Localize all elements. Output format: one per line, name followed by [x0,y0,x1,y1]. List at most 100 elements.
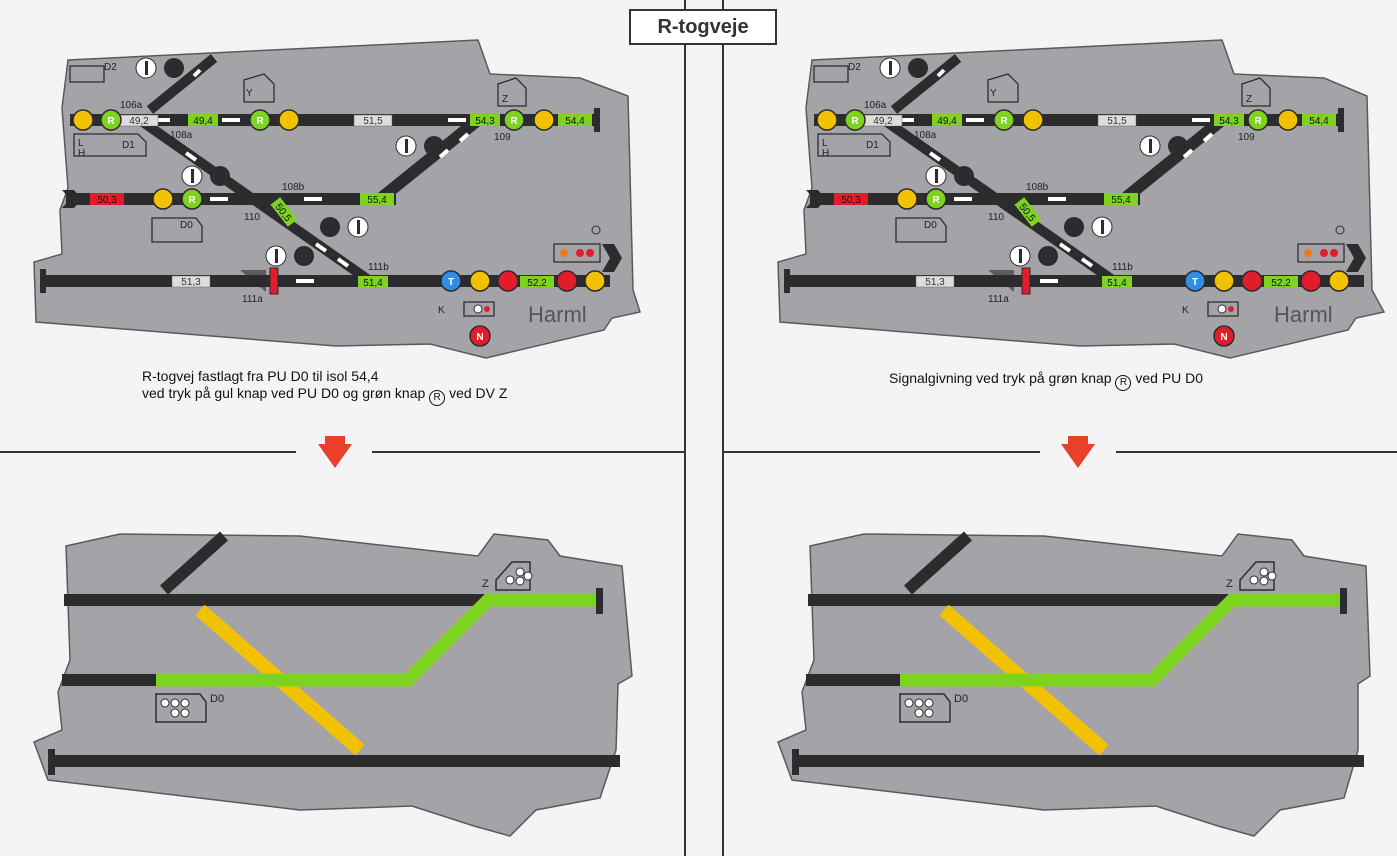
r-circle-icon: R [429,390,446,406]
track-end-arrow-icon [806,190,826,208]
horizontal-divider-r1 [724,451,1040,453]
bottom-right-panel: Z D0 [777,531,1371,837]
label-z: Z [482,578,489,590]
label-111a: 111a [242,294,263,305]
svg-text:111a: 111a [988,294,1009,305]
label-z: Z [502,94,508,105]
vertical-divider-left [684,0,686,856]
red-n-button [469,325,491,347]
blue-t-button [440,270,462,292]
green-train-route [156,593,596,687]
svg-text:106a: 106a [864,100,887,111]
signal-box-z: Z [1226,561,1277,591]
label-d0: D0 [210,693,224,705]
track-end-arrow-icon [1346,244,1366,272]
svg-text:N: N [1220,332,1227,343]
arrow-down-icon-left [318,436,352,468]
svg-text:R: R [851,116,859,127]
track-end-arrow-icon [62,190,82,208]
section-49-2: 49,2 [129,116,149,127]
section-55-4: 55,4 [367,195,387,206]
label-111b: 111b [368,262,389,273]
end-bumper [594,108,600,132]
svg-text:110: 110 [988,212,1004,223]
label-k: K [438,305,445,316]
vertical-divider-right [722,0,724,856]
svg-text:49,4: 49,4 [937,116,957,127]
caption-top-right: Signalgivning ved tryk på grøn knap R ve… [889,370,1203,391]
horizontal-divider-r2 [1116,451,1397,453]
yellow-lamp [584,270,606,292]
yellow-lamp [72,109,94,131]
label-109: 109 [494,132,511,143]
svg-text:52,2: 52,2 [1271,278,1291,289]
label-d0: D0 [180,220,193,231]
horizontal-divider-l2 [372,451,685,453]
signal-boxes [69,65,601,317]
label-106a: 106a [120,100,143,111]
section-49-4: 49,4 [193,116,213,127]
svg-text:R: R [1254,116,1262,127]
bottom-left-panel: Z D0 [33,531,633,837]
section-54-4: 54,4 [565,116,585,127]
red-lamp [497,270,519,292]
end-bumper [40,269,46,293]
svg-text:D0: D0 [924,220,937,231]
svg-text:51,3: 51,3 [925,277,945,288]
label-108a: 108a [170,130,193,141]
yellow-lamp [469,270,491,292]
svg-text:T: T [1192,277,1198,288]
top-right-panel: 49,2 49,4 51,5 54,3 54,4 50,3 55,4 50,5 … [777,39,1386,359]
green-train-route [900,593,1340,687]
switch-indicators [135,57,444,267]
station-name: Harml [528,302,587,327]
track-end-arrow-icon [602,244,622,272]
section-51-3: 51,3 [181,277,201,288]
svg-text:H: H [822,148,829,159]
svg-text:54,4: 54,4 [1309,116,1329,127]
signal-box-d0: D0 [899,693,968,723]
section-52-2: 52,2 [527,278,547,289]
svg-text:109: 109 [1238,132,1255,143]
lamp-letters: R R R R T N [107,116,518,343]
section-51-4: 51,4 [363,278,383,289]
red-lamp [556,270,578,292]
svg-text:49,2: 49,2 [873,116,893,127]
svg-text:R: R [188,195,196,206]
label-y: Y [246,88,253,99]
svg-text:R: R [932,195,940,206]
arrow-down-icon-right [1061,436,1095,468]
label-h: H [78,148,85,159]
label-z: Z [1226,578,1233,590]
signal-box-z: Z [482,561,533,591]
svg-text:Y: Y [990,88,997,99]
caption-top-left: R-togvej fastlagt fra PU D0 til isol 54,… [142,368,507,406]
svg-text:D2: D2 [848,62,861,73]
green-r-button [100,109,122,131]
yellow-lamp [152,188,174,210]
svg-text:50,3: 50,3 [841,195,861,206]
signal-lamps [72,109,606,347]
svg-text:51,5: 51,5 [1107,116,1127,127]
label-108b: 108b [282,182,305,193]
svg-text:R: R [510,116,518,127]
section-51-5: 51,5 [363,116,383,127]
section-54-3: 54,3 [475,116,495,127]
green-r-button [181,188,203,210]
track-markers [152,118,466,283]
svg-text:51,4: 51,4 [1107,278,1127,289]
svg-text:108a: 108a [914,130,937,141]
station-name: Harml [1274,302,1333,327]
svg-text:55,4: 55,4 [1111,195,1131,206]
page-title: R-togveje [629,9,777,45]
svg-text:R: R [256,116,264,127]
label-l: L [78,138,84,149]
horizontal-divider-l1 [0,451,296,453]
svg-text:N: N [476,332,483,343]
svg-text:108b: 108b [1026,182,1049,193]
svg-text:111b: 111b [1112,262,1133,273]
section-labels: 49,2 49,4 51,5 54,3 54,4 50,3 55,4 50,5 … [90,114,592,289]
yellow-lamp [278,109,300,131]
label-d0: D0 [954,693,968,705]
svg-text:R: R [1000,116,1008,127]
